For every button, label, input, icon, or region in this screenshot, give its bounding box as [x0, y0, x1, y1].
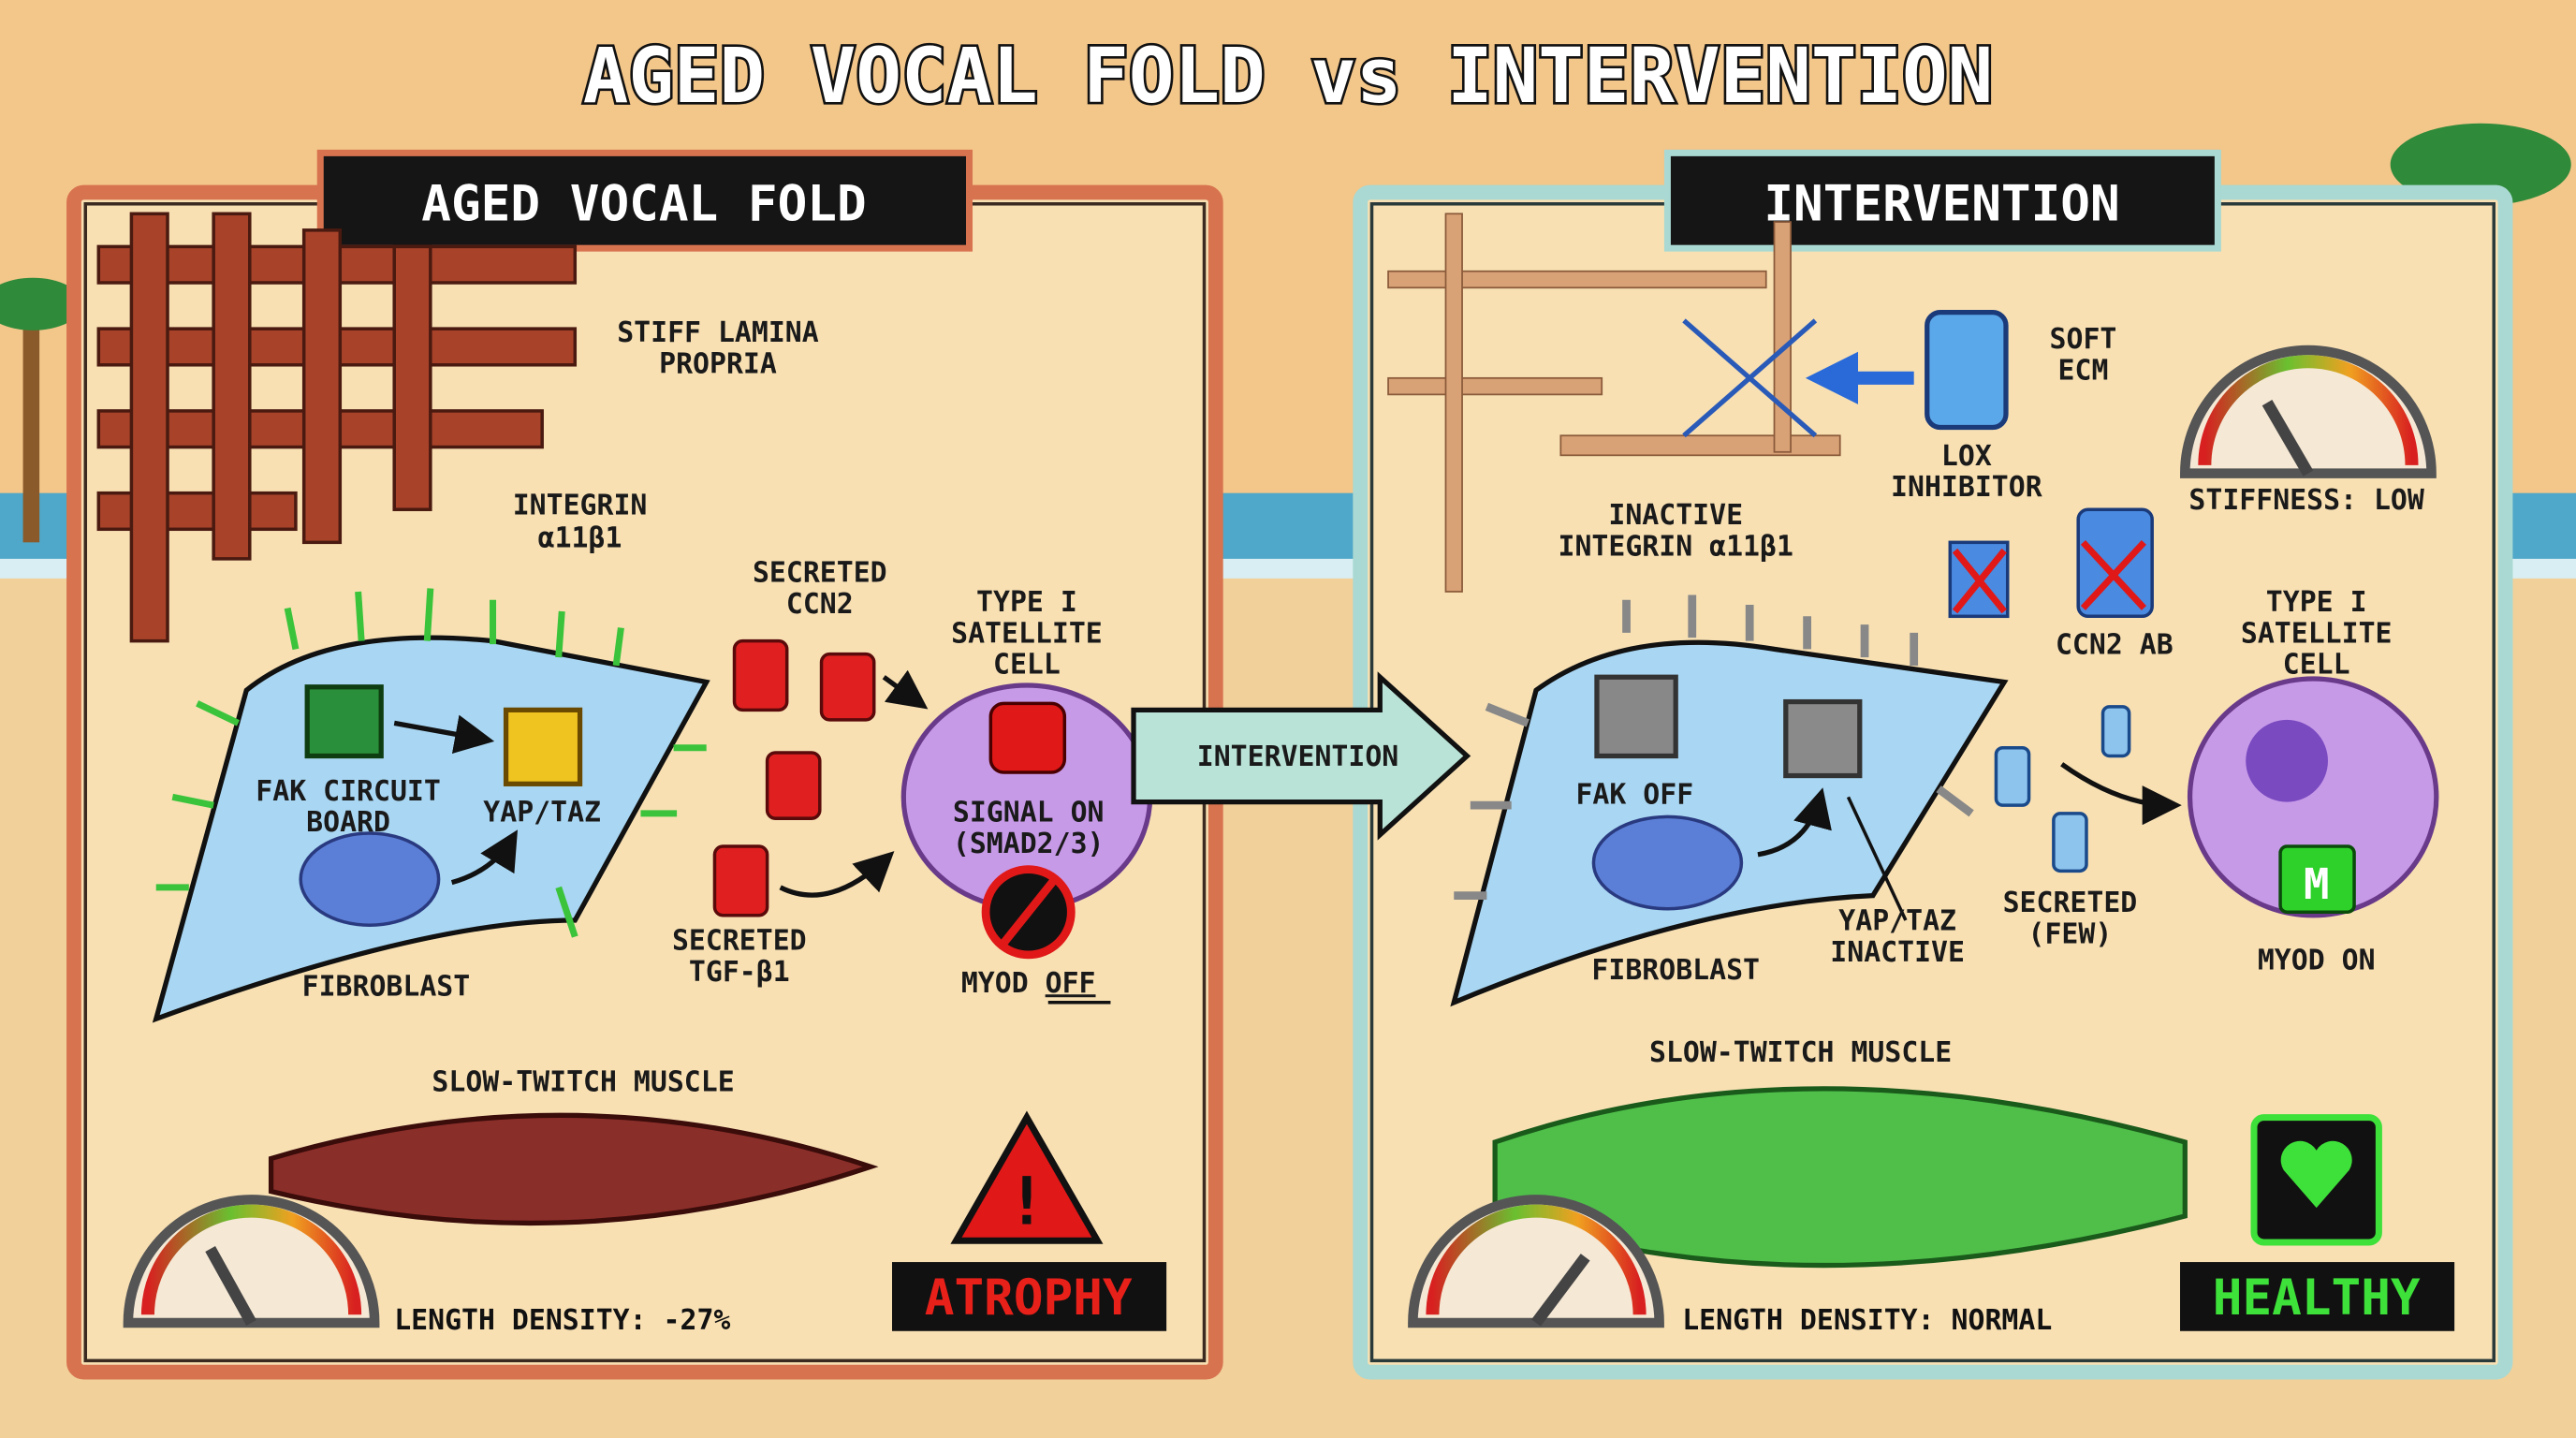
fibroblast-label: FIBROBLAST: [1591, 954, 1760, 987]
aged-header-title: AGED VOCAL FOLD: [421, 175, 866, 232]
intervention-header: [1663, 149, 2221, 252]
satellite-cell-label-line3: CELL: [993, 649, 1061, 682]
stiffness-gauge-icon: [2180, 345, 2437, 478]
atrophy-badge: [892, 1262, 1167, 1331]
myod-on-label: MYOD ON: [2258, 945, 2376, 977]
alarm-siren-icon: [988, 701, 1067, 774]
nucleus-icon: [1591, 814, 1744, 911]
integrin-label: INTEGRIN: [513, 489, 648, 521]
intervention-panel: INTERVENTION SOFT ECM LOX INHIBITOR STIF…: [1353, 149, 2513, 1380]
ccn2-ab-label: CCN2 AB: [2056, 629, 2174, 662]
yap-taz-inactive-cube-icon: [1783, 698, 1863, 779]
intervention-arrow: INTERVENTION: [1131, 671, 1471, 841]
healthy-muscle-icon: [1492, 1086, 2188, 1269]
lox-inhibitor-label: LOX: [1941, 440, 1992, 473]
svg-text:M: M: [2304, 859, 2329, 909]
lox-inhibitor-label-line2: INHIBITOR: [1891, 471, 2042, 504]
stiff-collagen-mesh: [96, 212, 578, 643]
stiff-lamina-label: STIFF LAMINA: [617, 316, 819, 349]
myod-prefix: MYOD: [961, 967, 1046, 1000]
satellite-cell-label-line2: SATELLITE: [951, 617, 1103, 650]
fibroblast-cell-inactive: [1450, 594, 2009, 1007]
inactive-integrin-label: INACTIVE: [1608, 499, 1743, 532]
heart-icon: [2280, 1140, 2352, 1209]
length-density-gauge-icon: [1408, 1195, 1664, 1328]
stiffness-label: STIFFNESS: LOW: [2188, 484, 2423, 517]
ccn2-bottles: [712, 638, 876, 917]
svg-text:!: !: [1007, 1164, 1046, 1240]
secreted-few-label-line2: (FEW): [2028, 918, 2113, 951]
satellite-cell-label-line3: CELL: [2283, 649, 2350, 682]
warning-icon: !: [950, 1110, 1104, 1244]
fak-chip-off-icon: [1594, 674, 1678, 759]
secreted-tgf-label: SECRETED: [672, 925, 807, 958]
palm-tree-icon: [0, 277, 82, 543]
healthy-badge: [2180, 1262, 2455, 1331]
secreted-tgf-label-line2: TGF-β1: [689, 956, 790, 989]
yap-taz-label: YAP/TAZ: [483, 797, 601, 829]
fibroblast-cell-active: [152, 588, 710, 1023]
signal-on-label-line2: (SMAD2/3): [953, 828, 1105, 860]
secreted-few-label: SECRETED: [2003, 887, 2138, 919]
secreted-ccn2-label-line2: CCN2: [786, 588, 854, 621]
intervention-header-title: INTERVENTION: [1764, 175, 2119, 232]
yap-taz-cube-icon: [503, 707, 583, 786]
fak-label: FAK CIRCUIT: [256, 775, 441, 808]
secreted-ccn2-label: SECRETED: [753, 556, 887, 589]
aged-panel: AGED VOCAL FOLD STIFF LAMINA PROPRIA INT…: [66, 149, 1223, 1380]
soft-ecm-label: SOFT: [2050, 323, 2117, 356]
soft-collagen-fibers: [1387, 213, 1841, 593]
myod-off-label: MYOD OFF: [961, 967, 1096, 1000]
satellite-cell-label: TYPE I: [2266, 586, 2367, 619]
integrin-label-line2: α11β1: [538, 522, 622, 555]
integrin-receptors: [155, 588, 707, 938]
nucleus-icon: [2246, 719, 2328, 802]
atrophied-muscle-icon: [268, 1112, 879, 1226]
fak-circuit-board-icon: [304, 684, 384, 759]
satellite-cell-label: TYPE I: [976, 586, 1077, 619]
few-secreted-bottles-icon: [1994, 705, 2131, 873]
muscle-label: SLOW-TWITCH MUSCLE: [1649, 1036, 1952, 1069]
nucleus-icon: [299, 831, 441, 928]
length-density-gauge-icon: [123, 1195, 380, 1328]
myod-on-light-icon: [2278, 844, 2356, 914]
aged-header: [316, 149, 973, 252]
page-title: AGED VOCAL FOLD vs INTERVENTION: [583, 33, 1994, 121]
myod-state: OFF: [1046, 967, 1096, 1000]
soft-ecm-label-line2: ECM: [2058, 355, 2109, 388]
signal-on-label: SIGNAL ON: [953, 797, 1105, 829]
inactive-integrin-label-line2: INTEGRIN α11β1: [1558, 530, 1793, 563]
fak-off-label: FAK OFF: [1575, 778, 1693, 811]
lox-inhibitor-bottle-icon: [1925, 309, 2009, 431]
stiff-lamina-label-line2: PROPRIA: [659, 348, 777, 381]
muscle-label: SLOW-TWITCH MUSCLE: [432, 1066, 734, 1099]
intervention-arrow-label: INTERVENTION: [1197, 741, 1399, 773]
satellite-cell: [2187, 676, 2439, 918]
atrophy-status: ATROPHY: [925, 1269, 1133, 1327]
cleaved-crosslink-icon: [1682, 318, 1818, 438]
length-density-label: LENGTH DENSITY: -27%: [394, 1304, 730, 1337]
fibroblast-label: FIBROBLAST: [302, 971, 471, 1004]
ccn2-antibody-bottles-icon: [1948, 507, 2154, 619]
fak-label-line2: BOARD: [306, 806, 390, 839]
length-density-label: LENGTH DENSITY: NORMAL: [1682, 1304, 2052, 1337]
satellite-cell-label-line2: SATELLITE: [2241, 617, 2393, 650]
yap-taz-inactive-label-line2: INACTIVE: [1830, 936, 1965, 969]
healthy-status: HEALTHY: [2213, 1269, 2421, 1327]
yap-taz-inactive-label: YAP/TAZ: [1838, 905, 1956, 938]
